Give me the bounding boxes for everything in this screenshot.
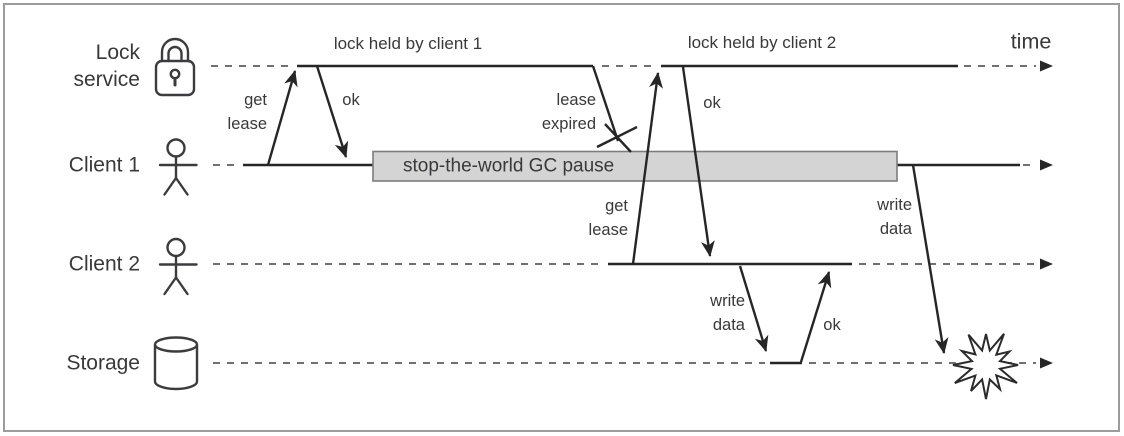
client1-lifeline	[213, 159, 1053, 171]
database-cylinder-icon	[153, 336, 199, 391]
padlock-icon	[154, 37, 196, 97]
client2-get-lease-arrow	[631, 72, 663, 265]
client1-ok-arrow	[315, 65, 349, 158]
client1-get-lease-arrow	[266, 70, 298, 166]
client1-write-data-arrow	[911, 164, 949, 354]
gc-pause-label: stop-the-world GC pause	[403, 155, 615, 177]
storage-ok-label: ok	[823, 316, 841, 334]
lane-label-storage: Storage	[66, 351, 140, 375]
client2-ok-arrow	[681, 66, 715, 257]
lock-held-by-client-2-label: lock held by client 2	[687, 33, 837, 52]
client2-write-data-label: write data	[710, 292, 745, 334]
person-icon	[158, 138, 198, 196]
storage-lifeline	[213, 357, 1053, 369]
client2-ok-label: ok	[703, 94, 721, 112]
client1-write-data-label: write data	[877, 196, 912, 238]
lease-expired-label: lease expired	[541, 91, 596, 133]
lane-label-client-2: Client 2	[68, 252, 140, 276]
gc-pause-box	[372, 150, 898, 182]
lock-held-by-client-1-label: lock held by client 1	[333, 34, 483, 53]
client1-ok-label: ok	[342, 91, 360, 109]
client2-get-lease-label: get lease	[588, 197, 628, 239]
client1-get-lease-label: get lease	[227, 91, 267, 133]
lane-label-client-1: Client 1	[68, 153, 140, 177]
client2-lifeline	[213, 258, 1053, 270]
lock-service-lifeline	[211, 60, 1053, 72]
time-axis-label: time	[1010, 29, 1052, 54]
explosion-icon	[952, 333, 1019, 400]
client2-write-data-arrow	[738, 265, 769, 352]
person-icon	[158, 237, 198, 296]
storage-ok-arrow	[799, 271, 832, 363]
lease-expired-mark	[591, 65, 638, 153]
lane-label-lock-service: Lock service	[73, 41, 140, 91]
